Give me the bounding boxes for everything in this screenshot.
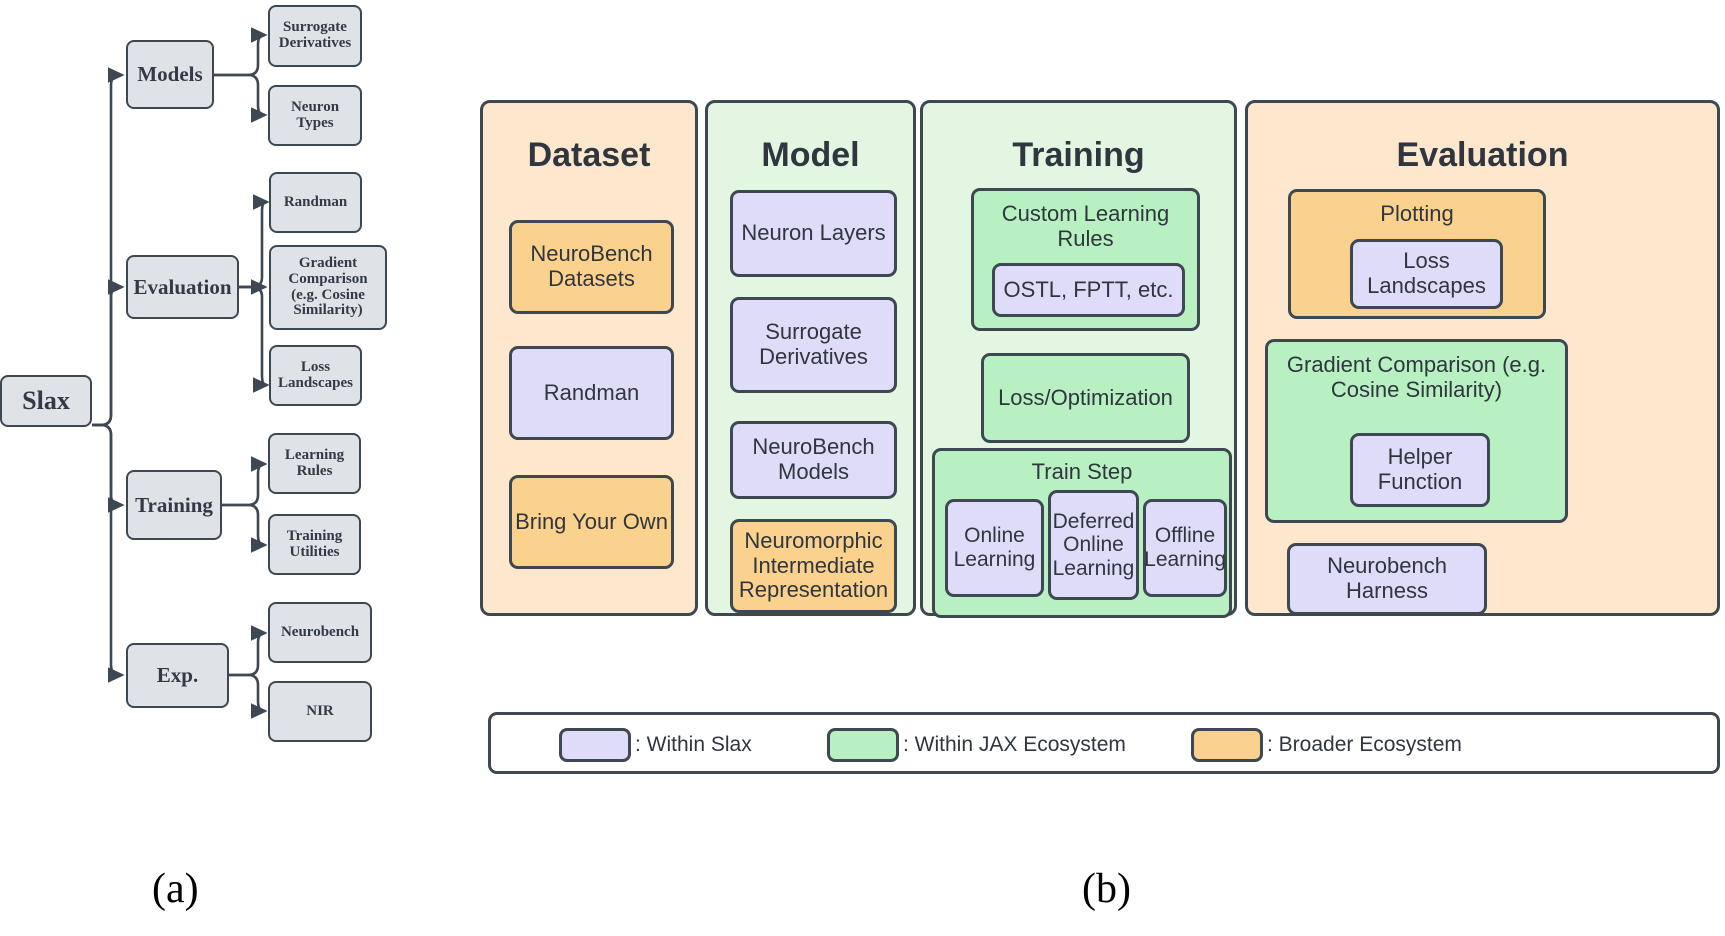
item-label: Helper Function: [1377, 444, 1463, 494]
tree-node-label: Gradient Comparison (e.g. Cosine Similar…: [288, 254, 368, 319]
tree-node-label: Loss Landscapes: [277, 358, 354, 391]
tree-node-label: NIR: [306, 702, 334, 719]
item-label: Deferred Online Learning: [1052, 509, 1135, 580]
item-ostl-fptt-etc[interactable]: OSTL, FPTT, etc.: [992, 263, 1185, 317]
legend-swatch-broader-icon: [1191, 728, 1263, 762]
tree-leaf-nir[interactable]: NIR: [268, 681, 372, 742]
group-plotting: Plotting Loss Landscapes: [1288, 189, 1546, 319]
taxonomy-tree-panel: Slax Models Surrogate Derivatives Neuron…: [0, 0, 470, 870]
item-loss-landscapes[interactable]: Loss Landscapes: [1350, 239, 1503, 309]
tree-node-label: Models: [137, 62, 203, 87]
column-model: Model Neuron Layers Surrogate Derivative…: [705, 100, 916, 616]
item-neuromorphic-intermediate-representation[interactable]: Neuromorphic Intermediate Representation: [730, 519, 897, 613]
tree-leaf-loss-landscapes[interactable]: Loss Landscapes: [269, 345, 362, 406]
group-train-step: Train Step Online Learning Deferred Onli…: [932, 448, 1232, 618]
tree-leaf-neurobench[interactable]: Neurobench: [268, 602, 372, 663]
tree-node-training[interactable]: Training: [126, 470, 222, 540]
legend-swatch-slax-icon: [559, 728, 631, 762]
column-evaluation: Evaluation Plotting Loss Landscapes Grad…: [1245, 100, 1720, 616]
item-label: OSTL, FPTT, etc.: [1003, 276, 1174, 302]
tree-leaf-neuron-types[interactable]: Neuron Types: [268, 85, 362, 146]
item-neurobench-datasets[interactable]: NeuroBench Datasets: [509, 220, 674, 314]
item-offline-learning[interactable]: Offline Learning: [1143, 499, 1227, 597]
item-label: Randman: [543, 379, 640, 405]
item-label: Surrogate Derivatives: [759, 319, 868, 369]
legend-swatch-jax-icon: [827, 728, 899, 762]
column-title: Model: [761, 136, 860, 174]
tree-node-evaluation[interactable]: Evaluation: [126, 255, 239, 319]
item-online-learning[interactable]: Online Learning: [945, 499, 1044, 597]
tree-connectors: [92, 27, 270, 719]
tree-leaf-gradient-comparison[interactable]: Gradient Comparison (e.g. Cosine Similar…: [269, 245, 387, 330]
group-title: Custom Learning Rules: [1001, 201, 1170, 252]
group-title: Loss/Optimization: [998, 384, 1173, 410]
tree-node-label: Neurobench: [280, 623, 360, 640]
legend-label: : Within Slax: [635, 733, 752, 756]
legend-entry-jax: : Within JAX Ecosystem: [827, 727, 1126, 763]
tree-node-exp[interactable]: Exp.: [126, 643, 229, 708]
legend-label: : Within JAX Ecosystem: [903, 733, 1126, 756]
item-neuron-layers[interactable]: Neuron Layers: [730, 190, 897, 277]
group-loss-optimization[interactable]: Loss/Optimization: [981, 353, 1190, 443]
item-bring-your-own[interactable]: Bring Your Own: [509, 475, 674, 569]
legend-entry-broader: : Broader Ecosystem: [1191, 727, 1462, 763]
tree-node-label: Exp.: [156, 663, 199, 688]
item-neurobench-models[interactable]: NeuroBench Models: [730, 421, 897, 499]
item-label: Online Learning: [953, 524, 1036, 571]
item-label: NeuroBench Models: [752, 434, 875, 484]
tree-node-label: Surrogate Derivatives: [278, 19, 352, 51]
column-training: Training Custom Learning Rules OSTL, FPT…: [920, 100, 1237, 618]
item-label: Bring Your Own: [515, 508, 668, 534]
tree-leaf-surrogate-derivatives[interactable]: Surrogate Derivatives: [268, 5, 362, 67]
group-title: Plotting: [1380, 201, 1454, 226]
group-title: Train Step: [1031, 459, 1133, 484]
caption-b: (b): [1082, 866, 1131, 912]
column-title: Training: [1012, 136, 1145, 174]
tree-leaf-randman[interactable]: Randman: [269, 172, 362, 233]
item-label: Offline Learning: [1144, 524, 1226, 571]
tree-node-slax[interactable]: Slax: [0, 375, 92, 427]
column-dataset: Dataset NeuroBench Datasets Randman Brin…: [480, 100, 698, 616]
tree-leaf-training-utilities[interactable]: Training Utilities: [268, 514, 361, 575]
column-title: Dataset: [527, 136, 651, 174]
item-label: NeuroBench Datasets: [530, 241, 653, 291]
item-label: Neuromorphic Intermediate Representation: [738, 528, 889, 603]
group-custom-learning-rules: Custom Learning Rules OSTL, FPTT, etc.: [971, 188, 1200, 331]
tree-node-label: Training Utilities: [286, 527, 343, 560]
tree-node-label: Evaluation: [133, 274, 232, 299]
tree-node-label: Learning Rules: [284, 446, 345, 479]
tree-node-label: Neuron Types: [290, 98, 340, 131]
group-title: Gradient Comparison (e.g. Cosine Similar…: [1286, 352, 1547, 403]
tree-node-models[interactable]: Models: [126, 40, 214, 109]
architecture-panel: Dataset NeuroBench Datasets Randman Brin…: [480, 95, 1720, 745]
item-label: Neurobench Harness: [1327, 553, 1447, 603]
tree-node-label: Slax: [22, 386, 70, 416]
legend-entry-slax: : Within Slax: [559, 727, 752, 763]
caption-a: (a): [152, 866, 199, 912]
column-title: Evaluation: [1396, 136, 1569, 174]
item-label: Neuron Layers: [741, 220, 886, 246]
tree-node-label: Training: [135, 492, 213, 517]
tree-leaf-learning-rules[interactable]: Learning Rules: [268, 433, 361, 494]
item-surrogate-derivatives[interactable]: Surrogate Derivatives: [730, 297, 897, 393]
item-neurobench-harness[interactable]: Neurobench Harness: [1287, 543, 1487, 615]
item-label: Loss Landscapes: [1367, 248, 1486, 298]
legend: : Within Slax : Within JAX Ecosystem : B…: [488, 712, 1720, 774]
item-helper-function[interactable]: Helper Function: [1350, 433, 1490, 507]
group-gradient-comparison: Gradient Comparison (e.g. Cosine Similar…: [1265, 339, 1568, 523]
item-deferred-online-learning[interactable]: Deferred Online Learning: [1048, 490, 1139, 600]
legend-label: : Broader Ecosystem: [1267, 733, 1462, 756]
item-randman[interactable]: Randman: [509, 346, 674, 440]
tree-node-label: Randman: [283, 193, 348, 210]
